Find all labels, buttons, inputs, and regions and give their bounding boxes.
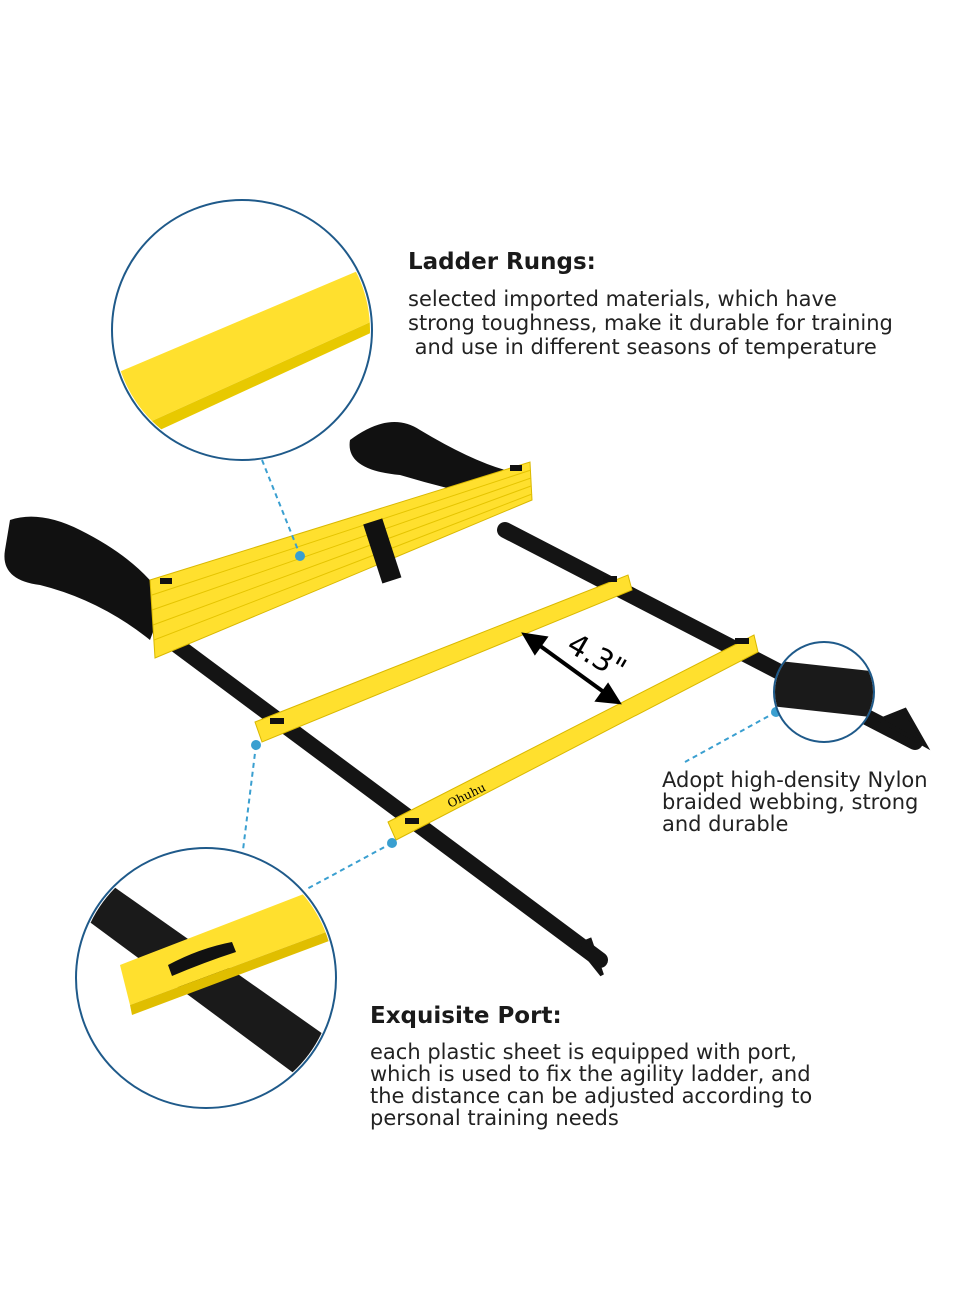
webbing-detail-circle [773, 641, 875, 743]
rung-detail-circle [111, 199, 373, 461]
callout-exquisite-port: Exquisite Port: each plastic sheet is eq… [370, 1003, 812, 1129]
spacing-arrow [521, 632, 622, 705]
callout-line: selected imported materials, which have [408, 287, 837, 311]
callout-line: and use in different seasons of temperat… [408, 335, 877, 359]
callout-line: Adopt high-density Nylon [662, 768, 928, 792]
stacked-rungs [149, 461, 533, 659]
callout-line: and durable [662, 812, 789, 836]
callout-line: personal training needs [370, 1106, 619, 1130]
rung-spacing-label: 4.3" [561, 627, 632, 688]
bundled-strap-ends [4, 422, 505, 640]
callout-line: strong toughness, make it durable for tr… [408, 311, 893, 335]
callout-ladder-rungs: Ladder Rungs: selected imported material… [408, 249, 893, 359]
callout-title: Exquisite Port: [370, 1003, 562, 1029]
callout-line: braided webbing, strong [662, 790, 919, 814]
callout-line: the distance can be adjusted according t… [370, 1084, 813, 1108]
callout-title: Ladder Rungs: [408, 249, 596, 275]
port-detail-circle [75, 847, 337, 1109]
callout-line: which is used to fix the agility ladder,… [370, 1062, 811, 1086]
ladder-rung [254, 574, 633, 743]
ladder-rung [387, 634, 759, 841]
callout-webbing: Adopt high-density Nylon braided webbing… [662, 769, 928, 835]
callout-line: each plastic sheet is equipped with port… [370, 1040, 797, 1064]
